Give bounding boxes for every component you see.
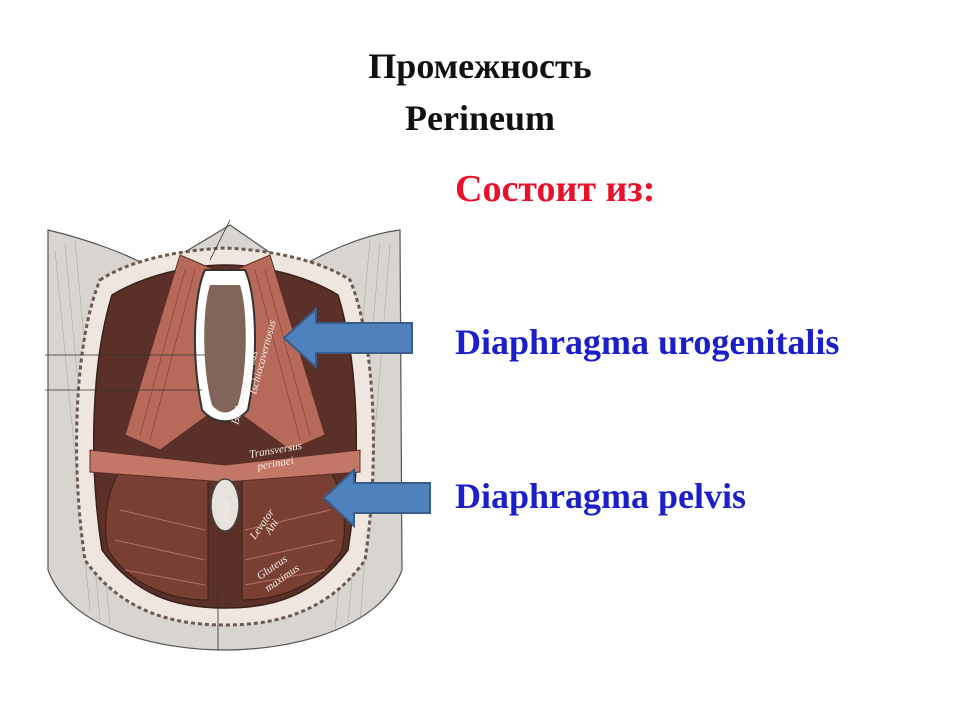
slide-title-latin: Perineum	[405, 98, 555, 138]
arrow-left-icon	[282, 307, 413, 369]
item-diaphragma-urogenitalis: Diaphragma urogenitalis	[455, 322, 840, 362]
consists-of-heading: Состоит из:	[455, 168, 656, 210]
item-diaphragma-pelvis: Diaphragma pelvis	[455, 476, 747, 516]
arrow-left-icon	[322, 468, 431, 528]
slide-title-russian: Промежность	[368, 46, 592, 86]
perineum-illustration: Bulbocavernosus Ischiocavernosus Transve…	[45, 219, 403, 651]
label-anus: Anus	[220, 500, 232, 523]
